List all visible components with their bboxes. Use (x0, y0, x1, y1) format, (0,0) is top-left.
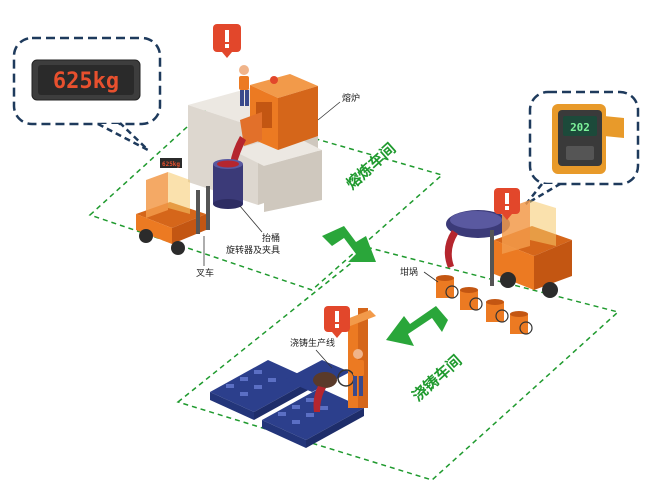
label-furnace: 熔炉 (342, 92, 360, 104)
forklift-casting (490, 200, 572, 298)
casting-worker (353, 349, 364, 396)
label-rotator: 旋转器及夹具 (226, 244, 280, 256)
label-rotator-wrap: 旋转器及夹具 (226, 244, 280, 256)
casting-alert-left (324, 306, 350, 338)
weighing-terminal-device (552, 104, 624, 174)
ladle-cylinder (213, 159, 243, 209)
label-ladle: 抬桶 (262, 232, 280, 244)
furnace (240, 74, 318, 150)
casting-zone-border (176, 247, 620, 481)
flow-arrow-1 (322, 226, 376, 262)
label-forklift: 叉车 (196, 267, 214, 279)
furnace-leader-line (317, 101, 341, 121)
furnace-worker (239, 65, 249, 106)
casting-zone-title: 浇铸车间 (409, 351, 466, 405)
label-crucible: 坩埚 (400, 266, 418, 278)
terminal-display-value: 202 (570, 121, 590, 134)
crucible-row (436, 275, 533, 335)
label-casting-line: 浇铸生产线 (290, 337, 335, 349)
forklift-smelting (136, 158, 210, 255)
scale-display-value: 625kg (53, 69, 119, 94)
casting-pallets (210, 360, 364, 448)
furnace-alert (213, 24, 241, 58)
casting-alert-right (494, 188, 520, 220)
flow-arrow-2 (386, 306, 448, 346)
smelting-zone-title: 熔炼车间 (343, 139, 400, 193)
molten-metal-pour (230, 136, 246, 166)
forklift-display-value: 625kg (162, 161, 180, 168)
